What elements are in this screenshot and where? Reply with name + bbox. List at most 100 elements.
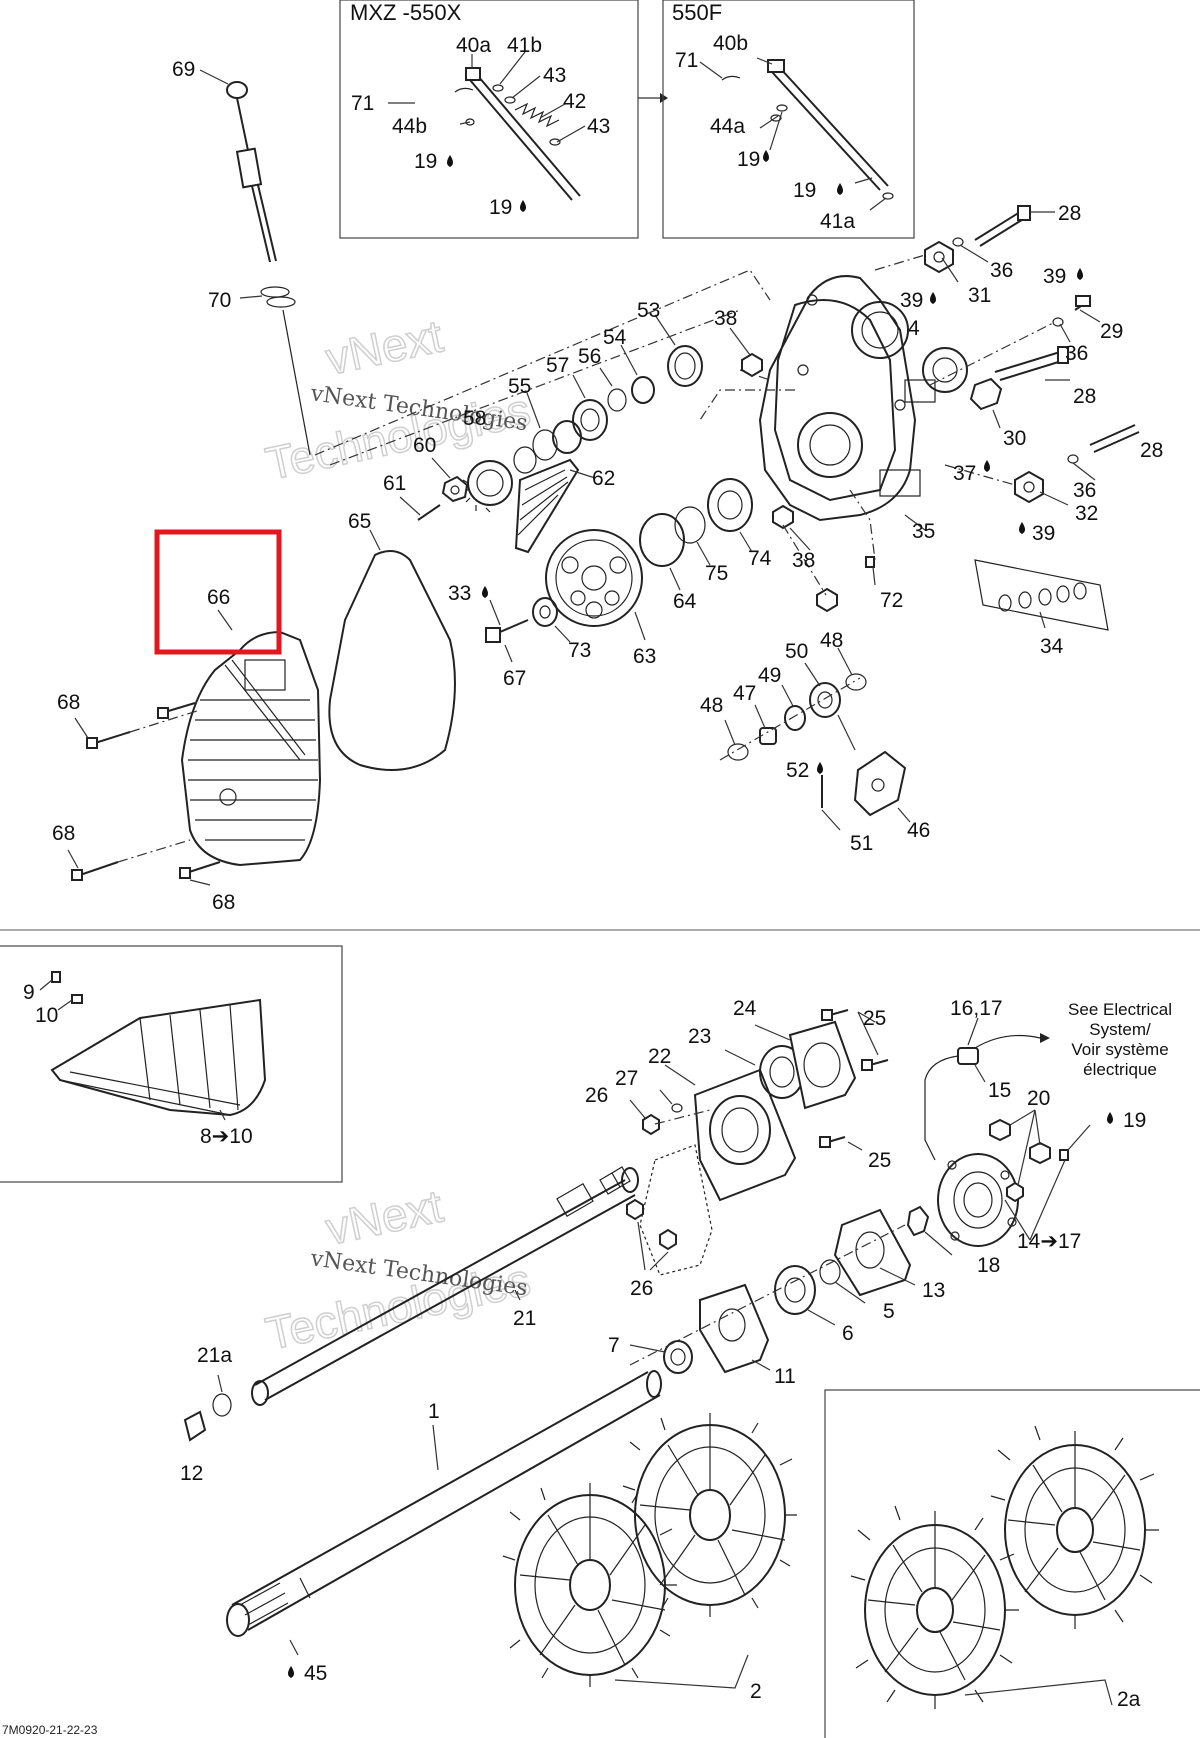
callout-2a: 2a <box>1117 1688 1141 1711</box>
callout-1: 1 <box>428 1400 440 1423</box>
callout-4: 4 <box>908 317 920 340</box>
callout-6: 6 <box>842 1322 854 1345</box>
callout-54: 54 <box>603 326 627 349</box>
callout-30: 30 <box>1003 427 1026 450</box>
callout-23: 23 <box>688 1025 711 1048</box>
callout-19c: 19 <box>737 148 760 171</box>
callout-22: 22 <box>648 1045 671 1068</box>
driveshaft-21 <box>251 1166 639 1406</box>
callout-19b: 19 <box>489 196 512 219</box>
alignment-line-2 <box>329 309 741 466</box>
driveshaft-end-21a-12 <box>183 1374 232 1442</box>
callout-41a: 41a <box>820 210 855 233</box>
callout-37: 37 <box>953 462 976 485</box>
bearing-housing <box>664 1009 889 1202</box>
nuts-38-72 <box>729 327 876 613</box>
callout-1617: 16,17 <box>950 997 1003 1020</box>
inset-arrowhead <box>660 93 668 103</box>
callout-12: 12 <box>180 1462 203 1485</box>
callout-38a: 38 <box>714 307 737 330</box>
leader-66 <box>217 609 233 631</box>
chain-62 <box>514 458 596 554</box>
callout-25a: 25 <box>863 1007 886 1030</box>
callout-21: 21 <box>513 1307 536 1330</box>
speed-sensor-group <box>906 1017 1113 1256</box>
callout-21a: 21a <box>197 1344 232 1367</box>
drawing-code: 7M0920-21-22-23 <box>2 1723 98 1737</box>
shim-set <box>974 559 1109 631</box>
callout-45: 45 <box>304 1662 327 1685</box>
right-hardware <box>874 205 1140 534</box>
callout-39b: 39 <box>1043 265 1066 288</box>
callout-8to10: 8➔10 <box>200 1125 253 1148</box>
highlight-box-66 <box>154 529 282 655</box>
callout-68c: 68 <box>212 891 235 914</box>
callout-67: 67 <box>503 667 526 690</box>
callout-61: 61 <box>383 472 406 495</box>
callout-74: 74 <box>748 547 772 570</box>
callout-62: 62 <box>592 467 615 490</box>
callout-35: 35 <box>912 520 935 543</box>
nuts-26-27 <box>626 1089 711 1271</box>
callout-28a: 28 <box>1058 202 1081 225</box>
callout-40b: 40b <box>713 32 748 55</box>
callout-47: 47 <box>733 682 756 705</box>
drive-sprockets-2 <box>502 1413 797 1689</box>
inset-sprockets-2a <box>824 1389 1200 1738</box>
callout-48b: 48 <box>700 694 723 717</box>
callout-19d: 19 <box>793 179 816 202</box>
callout-26a: 26 <box>585 1084 608 1107</box>
callout-49: 49 <box>758 664 781 687</box>
callout-73: 73 <box>568 639 591 662</box>
phantom-housing-outline <box>639 1144 713 1276</box>
callout-14to17: 14➔17 <box>1017 1230 1081 1253</box>
lower-sprocket <box>545 529 646 641</box>
inset-title-550f: 550F <box>672 0 722 25</box>
callout-33: 33 <box>448 582 471 605</box>
callout-70: 70 <box>208 289 231 312</box>
inset-title-mxz: MXZ -550X <box>350 0 462 25</box>
dipstick <box>199 69 311 456</box>
callout-58: 58 <box>463 407 486 430</box>
callout-43b: 43 <box>587 115 610 138</box>
callout-13: 13 <box>922 1279 945 1302</box>
callout-48a: 48 <box>820 629 843 652</box>
callout-34: 34 <box>1040 635 1064 658</box>
callout-63: 63 <box>633 645 656 668</box>
callout-42: 42 <box>563 90 586 113</box>
callout-52: 52 <box>786 759 809 782</box>
callout-2: 2 <box>750 1680 762 1703</box>
callout-11: 11 <box>774 1365 796 1388</box>
upper-sprocket <box>399 457 513 521</box>
bearing-row-upper <box>513 314 703 474</box>
inset-track <box>0 945 343 1183</box>
callout-19a: 19 <box>414 150 437 173</box>
callout-75: 75 <box>705 562 728 585</box>
note-line-4: électrique <box>1083 1060 1157 1079</box>
callout-9: 9 <box>23 981 35 1004</box>
callout-51: 51 <box>850 832 873 855</box>
callout-19e: 19 <box>1123 1109 1146 1132</box>
callout-27: 27 <box>615 1067 638 1090</box>
callout-24: 24 <box>733 997 757 1020</box>
callout-10: 10 <box>35 1004 58 1027</box>
note-line-3: Voir système <box>1071 1040 1168 1059</box>
callout-68b: 68 <box>52 822 75 845</box>
callout-32: 32 <box>1075 502 1098 525</box>
note-line-1: See Electrical <box>1068 1000 1172 1019</box>
callout-64: 64 <box>673 590 697 613</box>
alignment-line-3 <box>699 389 795 421</box>
gearcase-cover <box>180 630 322 867</box>
chain-tensioner <box>719 647 911 831</box>
callout-38b: 38 <box>792 549 815 572</box>
callout-15: 15 <box>988 1079 1011 1102</box>
callout-60: 60 <box>413 434 436 457</box>
callout-44a: 44a <box>710 115 745 138</box>
callout-44b: 44b <box>392 115 427 138</box>
inset-mxz: MXZ -550X <box>339 0 639 239</box>
gearcase-housing <box>758 275 936 531</box>
bearing-row-lower <box>639 478 753 591</box>
watermark-large-1: vNext <box>321 309 447 384</box>
callout-53: 53 <box>637 299 660 322</box>
